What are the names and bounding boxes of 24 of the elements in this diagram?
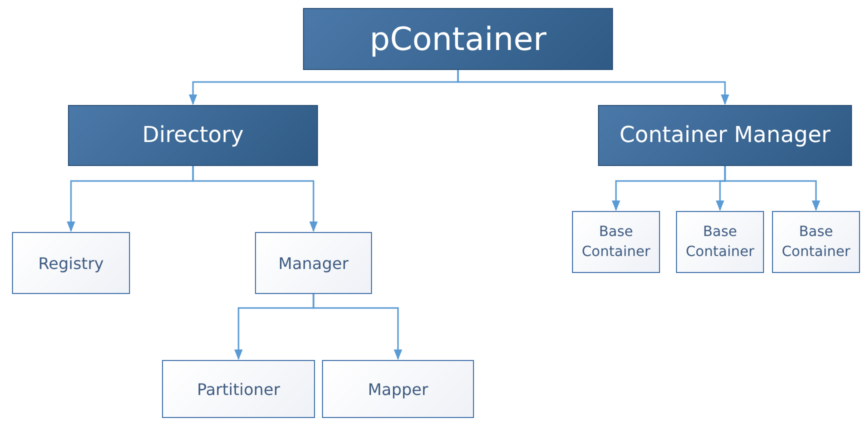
box-label: Base Container <box>580 222 652 262</box>
module-box <box>303 8 613 70</box>
connector-arrow <box>457 70 730 106</box>
component-box <box>162 360 315 418</box>
box-label: pContainer <box>368 20 548 58</box>
box-label: Base Container <box>684 222 756 262</box>
component-box <box>322 360 474 418</box>
module-box <box>68 105 318 166</box>
component-box <box>572 211 660 273</box>
component-box <box>772 211 860 273</box>
box-label: Container Manager <box>618 123 832 148</box>
connector-arrow <box>312 294 402 360</box>
box-label: Mapper <box>366 380 430 398</box>
box-label: Partitioner <box>196 380 282 398</box>
box-label: Base Container <box>780 222 852 262</box>
component-box <box>255 232 372 294</box>
connector-arrow <box>724 166 820 212</box>
component-box <box>676 211 764 273</box>
module-box <box>598 105 852 166</box>
connector-arrow <box>192 166 318 232</box>
box-label: Registry <box>37 254 105 272</box>
box-label: Manager <box>277 254 350 272</box>
box-label: Directory <box>141 123 245 148</box>
component-box <box>12 232 130 294</box>
